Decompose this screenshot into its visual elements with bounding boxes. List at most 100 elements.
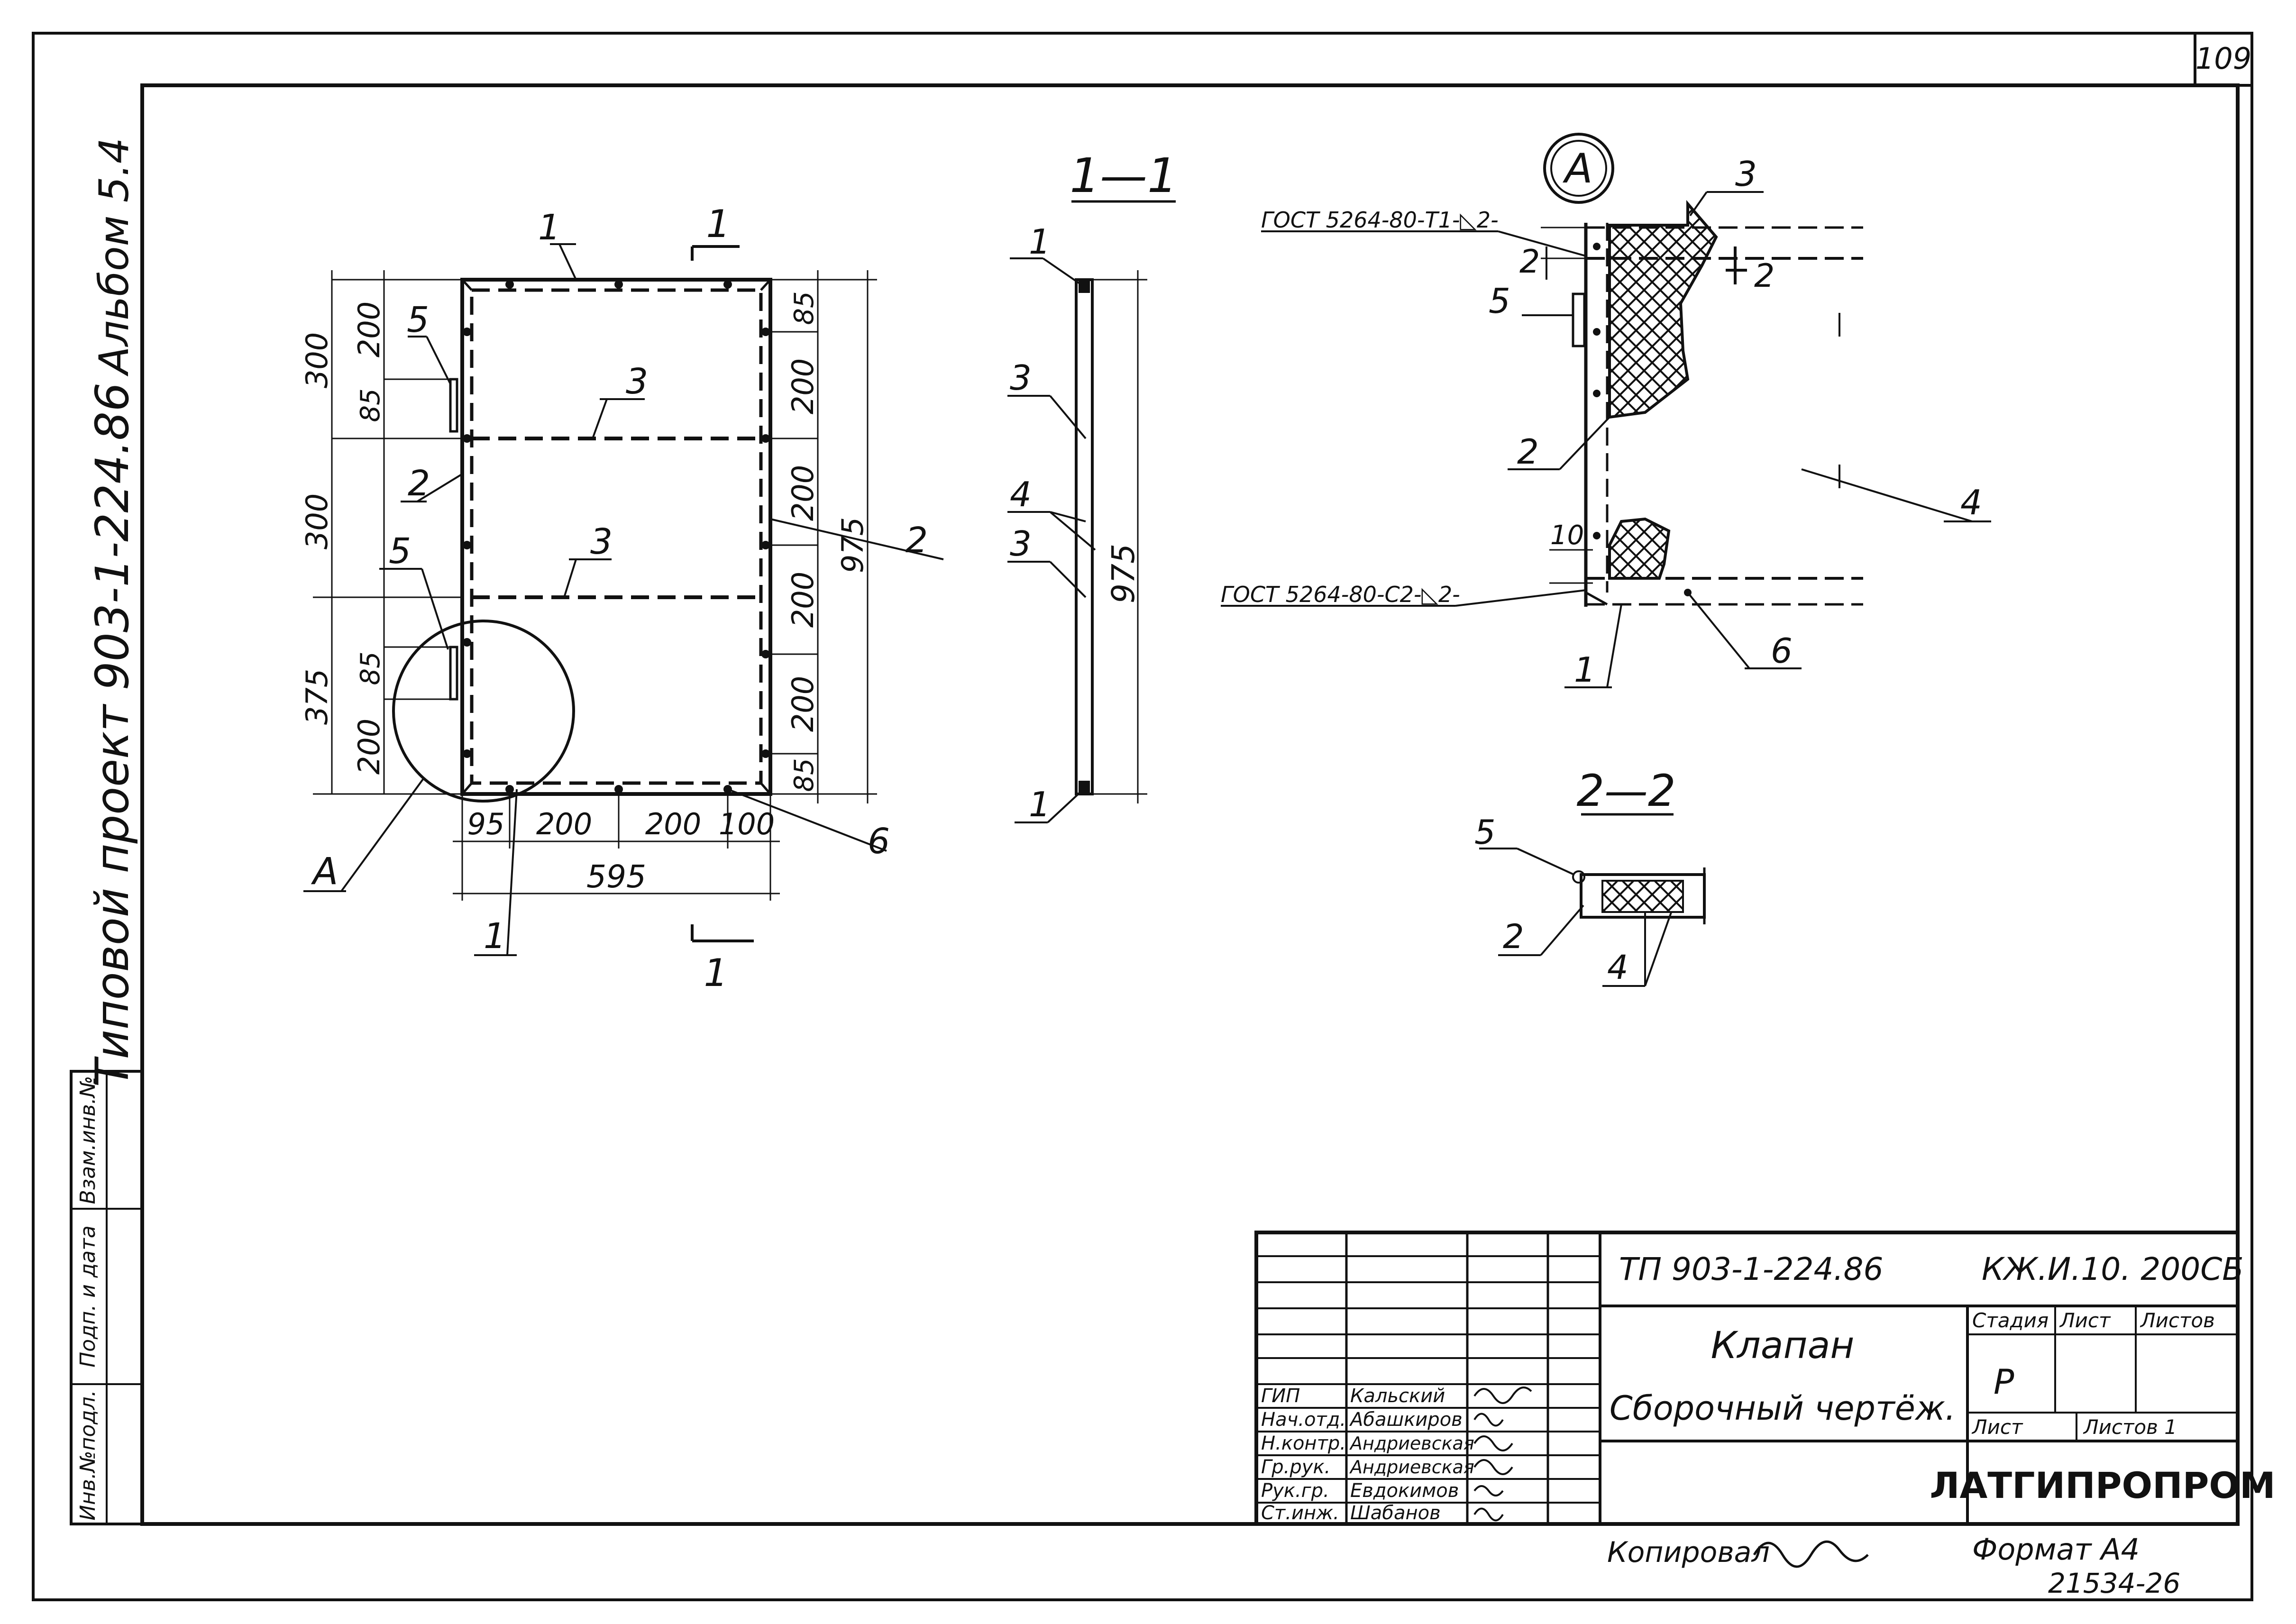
signature-mark bbox=[1473, 1387, 1532, 1404]
dim-right-200: 200 bbox=[786, 465, 820, 521]
signature-rows: ГИП Нач.отд. Н.контр. Гр.рук. Рук.гр. Ст… bbox=[1261, 1385, 1532, 1524]
section-1-1-height: 975 bbox=[1105, 544, 1142, 603]
section-1-1-callout-1: 1 bbox=[1029, 785, 1051, 824]
detail-a-callout-3: 3 bbox=[1735, 154, 1757, 194]
weld-note-bottom: ГОСТ 5264-80-С2-◺2- bbox=[1221, 582, 1460, 607]
dim-right-200: 200 bbox=[786, 358, 820, 414]
page-number-box bbox=[2194, 32, 2253, 87]
dim-bottom-95: 95 bbox=[467, 807, 505, 841]
detail-a-circle bbox=[392, 620, 575, 803]
person-name: Кальский bbox=[1350, 1385, 1445, 1407]
sheet-header: Лист bbox=[2059, 1309, 2111, 1332]
inner-frame bbox=[140, 83, 2240, 1526]
weld-note-top: ГОСТ 5264-80-Т1-◺2- bbox=[1261, 207, 1499, 233]
sheet-code: КЖ.И.10. 200СБ bbox=[1982, 1251, 2244, 1287]
section-2-2-callout-2: 2 bbox=[1503, 917, 1524, 956]
sheet-label: Лист bbox=[1971, 1415, 2023, 1439]
callout-1: 1 bbox=[538, 207, 560, 248]
section-2-2-callout-4: 4 bbox=[1607, 948, 1628, 987]
outer-frame bbox=[32, 32, 2253, 1601]
section-2-2-callout-5: 5 bbox=[1474, 813, 1496, 852]
project-label: Типовой проект 903-1-224.86 bbox=[86, 383, 139, 1087]
callout-5: 5 bbox=[389, 531, 411, 572]
signature-mark bbox=[1473, 1459, 1513, 1475]
organization: ЛАТГИПРОПРОМ bbox=[1930, 1464, 2275, 1506]
dim-left-375: 375 bbox=[300, 669, 334, 725]
dim-left-200: 200 bbox=[352, 301, 386, 357]
format-label: Формат А4 bbox=[1972, 1532, 2140, 1567]
signature-mark bbox=[1473, 1435, 1513, 1451]
detail-a-callout-1: 1 bbox=[1574, 650, 1596, 690]
signature-mark bbox=[1473, 1507, 1504, 1522]
detail-a-marker bbox=[1543, 133, 1614, 204]
dim-left-300: 300 bbox=[300, 332, 334, 388]
callout-a: A bbox=[311, 850, 338, 893]
dim-overall-height: 975 bbox=[835, 517, 870, 573]
role: Н.контр. bbox=[1261, 1432, 1346, 1454]
section-1-1-callout-3: 3 bbox=[1010, 524, 1032, 564]
person-name: Абашкиров bbox=[1349, 1409, 1463, 1431]
dim-right-200: 200 bbox=[786, 572, 820, 628]
callout-1: 1 bbox=[484, 916, 506, 957]
section-mark-bottom: 1 bbox=[704, 951, 728, 995]
page-number: 109 bbox=[2195, 41, 2251, 76]
detail-a-section-mark: 2 bbox=[1519, 243, 1540, 281]
drawing-name: Клапан bbox=[1711, 1324, 1855, 1367]
person-name: Шабанов bbox=[1350, 1502, 1441, 1524]
detail-a-dim-10: 10 bbox=[1550, 520, 1584, 551]
person-name: Евдокимов bbox=[1350, 1480, 1459, 1502]
dim-bottom-100: 100 bbox=[719, 807, 775, 841]
detail-a-callout-5: 5 bbox=[1489, 281, 1510, 321]
elevation-view: 300 200 85 300 375 85 200 85 200 200 200… bbox=[300, 202, 944, 995]
callout-2: 2 bbox=[408, 463, 430, 504]
archive-number: 21534-26 bbox=[2048, 1567, 2180, 1599]
signature-mark bbox=[1473, 1485, 1504, 1496]
section-1-1-title: 1—1 bbox=[1070, 148, 1177, 203]
copied-by: Копировал bbox=[1607, 1536, 1770, 1569]
title-block: ТП 903-1-224.86 КЖ.И.10. 200СБ Клапан Сб… bbox=[1254, 1231, 2276, 1526]
drawing-subtitle: Сборочный чертёж. bbox=[1610, 1389, 1956, 1428]
side-stamp: Инв.№подл. Подп. и дата Взам.инв.№ bbox=[70, 1070, 144, 1525]
side-stamp-cell: Подп. и дата bbox=[76, 1225, 100, 1368]
copier-signature bbox=[1753, 1540, 1869, 1568]
dim-left-85: 85 bbox=[355, 388, 386, 422]
dim-right-85: 85 bbox=[789, 758, 820, 792]
section-2-2-title: 2—2 bbox=[1576, 766, 1675, 816]
role: Нач.отд. bbox=[1261, 1409, 1346, 1431]
detail-a: A ГОСТ 5264-80-Т1-◺2- ГОСТ 5264-80-С2-◺2… bbox=[1221, 133, 1991, 690]
dim-right-200: 200 bbox=[786, 676, 820, 732]
callout-5: 5 bbox=[407, 300, 429, 340]
role: Гр.рук. bbox=[1261, 1456, 1330, 1478]
sheets-label: Листов 1 bbox=[2083, 1415, 2177, 1439]
stage-value: Р bbox=[1994, 1362, 2014, 1402]
detail-a-callout-2: 2 bbox=[1517, 432, 1539, 472]
callout-3: 3 bbox=[590, 521, 613, 562]
doc-code: ТП 903-1-224.86 bbox=[1619, 1251, 1883, 1287]
dim-bottom-200: 200 bbox=[645, 807, 701, 841]
person-name: Андриевская bbox=[1349, 1433, 1474, 1454]
detail-a-marker-label: A bbox=[1563, 145, 1593, 192]
callout-6: 6 bbox=[868, 821, 890, 862]
dim-overall-width: 595 bbox=[586, 858, 646, 895]
sheets-header: Листов bbox=[2140, 1309, 2215, 1332]
detail-a-callout-6: 6 bbox=[1771, 631, 1793, 671]
callout-2: 2 bbox=[906, 520, 928, 561]
dim-left-300: 300 bbox=[300, 493, 334, 549]
side-stamp-cell: Инв.№подл. bbox=[76, 1390, 100, 1521]
section-1-1-callout-4: 4 bbox=[1010, 474, 1032, 514]
section-2-2: 2—2 5 2 4 bbox=[1474, 766, 1706, 987]
album-label: Альбом 5.4 bbox=[91, 137, 138, 376]
dim-bottom-200: 200 bbox=[536, 807, 592, 841]
dim-right-85: 85 bbox=[789, 291, 820, 325]
stage-header: Стадия bbox=[1972, 1309, 2049, 1332]
callout-3: 3 bbox=[626, 361, 648, 402]
detail-a-section-mark: 2 bbox=[1754, 257, 1775, 295]
section-1-1-callout-3: 3 bbox=[1010, 358, 1032, 398]
signature-mark bbox=[1473, 1413, 1504, 1427]
role: Ст.инж. bbox=[1261, 1502, 1339, 1524]
dim-left-200: 200 bbox=[352, 719, 386, 775]
section-1-1: 1—1 975 1 3 4 3 1 bbox=[1007, 148, 1178, 824]
dim-left-85: 85 bbox=[355, 651, 386, 685]
role: Рук.гр. bbox=[1261, 1480, 1329, 1502]
